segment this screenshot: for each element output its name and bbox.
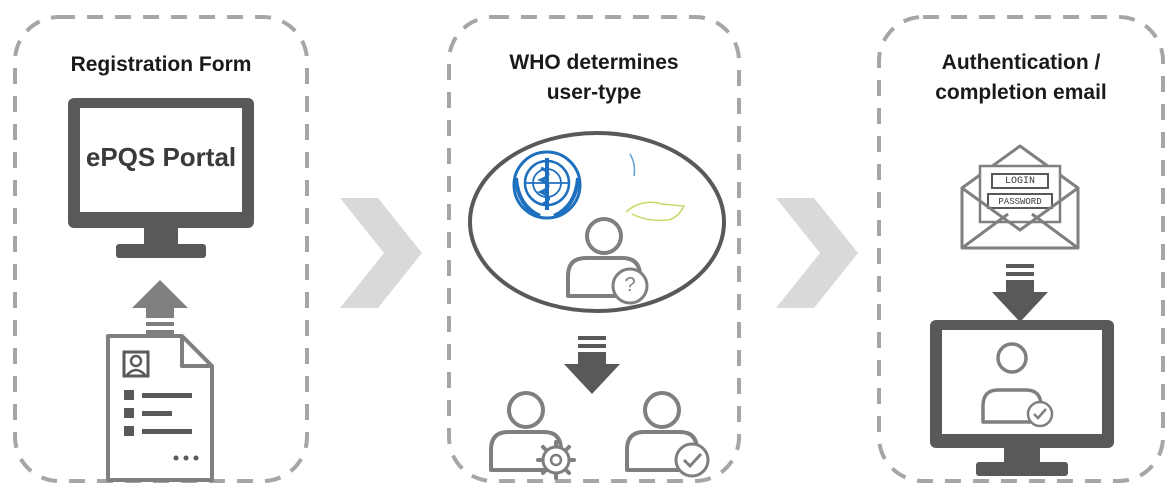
step-user-type-panel: WHO determines user-type ? xyxy=(446,14,742,484)
monitor-label: ePQS Portal xyxy=(85,142,237,172)
step-registration-panel: Registration Form ePQS Portal xyxy=(12,14,310,484)
question-mark-icon: ? xyxy=(624,274,636,296)
arrow-up-icon xyxy=(132,280,188,334)
gear-icon xyxy=(536,440,576,480)
step-authentication-panel: Authentication / completion email LOGIN … xyxy=(876,14,1166,484)
step-title-line1: WHO determines xyxy=(509,51,679,74)
scribble-marks xyxy=(625,153,686,222)
email-envelope-icon xyxy=(960,144,1080,250)
step-title-line1: Authentication / xyxy=(941,51,1101,74)
monitor-verified-icon xyxy=(930,320,1114,476)
envelope-login-label: LOGIN xyxy=(1004,176,1035,187)
user-verified-icon xyxy=(625,391,710,478)
arrow-down-icon xyxy=(992,264,1048,322)
user-admin-icon xyxy=(489,391,576,480)
step-title: Registration Form xyxy=(70,53,252,76)
chevron-right-icon xyxy=(340,198,422,308)
chevron-right-icon xyxy=(776,198,858,308)
who-emblem-icon xyxy=(512,150,582,220)
check-icon xyxy=(682,452,703,469)
step-title-line2: user-type xyxy=(546,81,642,104)
monitor-icon xyxy=(68,98,254,258)
user-question-icon xyxy=(566,217,649,305)
registration-form-icon xyxy=(106,334,214,482)
panel-dashed-frame xyxy=(447,15,741,483)
arrow-down-icon xyxy=(564,336,620,394)
step-title-line2: completion email xyxy=(935,81,1107,104)
envelope-password-label: PASSWORD xyxy=(998,197,1042,207)
panel-dashed-frame xyxy=(877,15,1165,483)
